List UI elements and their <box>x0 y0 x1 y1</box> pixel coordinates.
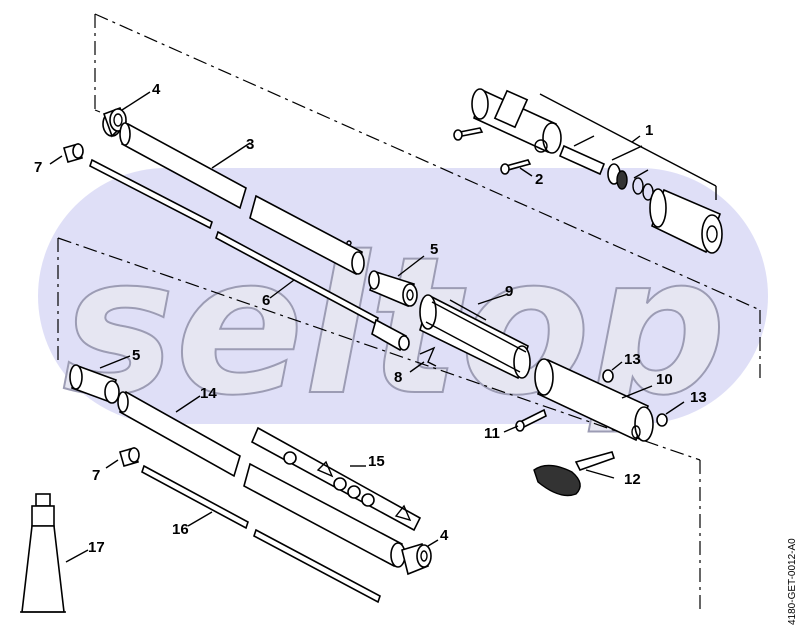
part-17-grease-tube <box>20 493 89 613</box>
label-part-12: 12 <box>624 471 641 488</box>
label-part-3: 3 <box>246 136 254 153</box>
label-part-6: 6 <box>262 292 270 309</box>
label-part-2: 2 <box>535 171 543 188</box>
part-11-screw <box>503 408 547 433</box>
part-5-lower-sleeve <box>69 355 131 404</box>
part-13-nut-lower <box>656 401 685 427</box>
label-part-5-lower: 5 <box>132 347 140 364</box>
part-labels: 1 2 3 4 4 5 5 6 7 7 8 9 10 11 12 13 13 1… <box>34 81 707 556</box>
part-1-bolt <box>453 127 484 141</box>
assembly-frame-upper <box>94 13 761 380</box>
part-1-coupling-assembly <box>471 88 723 254</box>
part-13-nut-upper <box>602 361 623 383</box>
part-16-shaft <box>141 464 381 604</box>
part-7-upper-plug <box>49 143 84 165</box>
part-10-clamp-housing <box>534 358 654 442</box>
part-15-label-sticker <box>250 426 422 532</box>
label-part-13-upper: 13 <box>624 351 641 368</box>
part-4-lower-bushing <box>401 539 439 576</box>
label-part-4-lower: 4 <box>440 527 449 544</box>
label-part-4-upper: 4 <box>152 81 161 98</box>
part-5-upper-sleeve <box>368 255 425 308</box>
label-part-9: 9 <box>505 283 513 300</box>
label-part-8: 8 <box>394 369 402 386</box>
part-4-upper-bushing <box>102 91 151 138</box>
label-part-10: 10 <box>656 371 673 388</box>
part-6-drive-shaft <box>89 158 410 352</box>
part-7-lower-plug <box>105 447 140 469</box>
label-part-15: 15 <box>368 453 385 470</box>
label-part-11: 11 <box>484 425 500 442</box>
part-12-wing-knob <box>533 451 616 497</box>
label-part-1: 1 <box>645 122 653 139</box>
label-part-13-lower: 13 <box>690 389 707 406</box>
assembly-frame-lower <box>57 237 701 610</box>
label-part-17: 17 <box>88 539 105 556</box>
label-part-5-upper: 5 <box>430 241 438 258</box>
label-part-16: 16 <box>172 521 189 538</box>
label-part-7-lower: 7 <box>92 467 100 484</box>
label-part-7-upper: 7 <box>34 159 42 176</box>
part-9-splined-coupler <box>419 293 531 380</box>
part-14-tube <box>117 390 406 568</box>
part-2-screw <box>500 159 533 177</box>
reference-code: 4180-GET-0012-A0 <box>787 538 798 625</box>
part-8-circlip <box>409 346 437 373</box>
part-3-tube <box>119 122 365 276</box>
label-part-14: 14 <box>200 385 217 402</box>
